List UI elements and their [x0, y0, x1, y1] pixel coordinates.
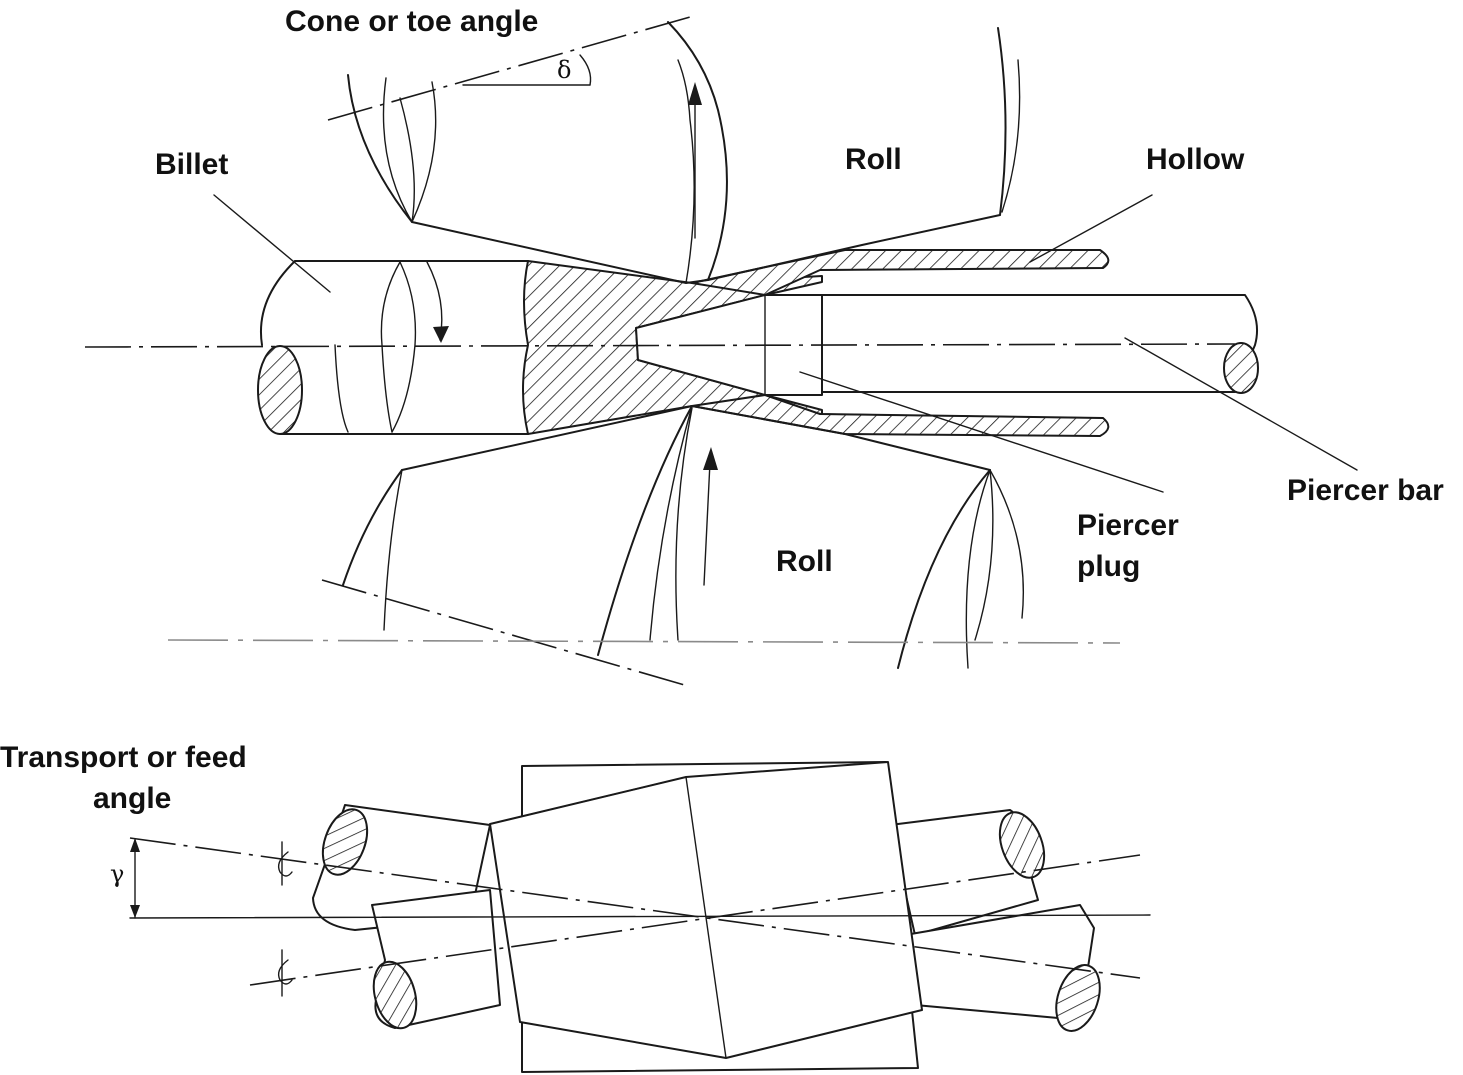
feed-angle-label-line1: Transport or feed [0, 741, 247, 774]
piercer-plug-label-line1: Piercer [1077, 509, 1179, 542]
piercer-plug-label-line2: plug [1077, 550, 1140, 583]
piercer-bar-end-section [1223, 342, 1259, 394]
roll-axis-b [249, 854, 1141, 986]
feed-angle-dimension [130, 838, 140, 919]
roll-bottom-label: Roll [776, 545, 833, 578]
top-view [129, 761, 1151, 1073]
roll-top-label: Roll [845, 143, 902, 176]
rolling-axis [84, 343, 1236, 348]
feed-angle-label-line2: angle [93, 782, 171, 815]
roll-axis-a [129, 837, 1141, 979]
gamma-symbol: γ [110, 860, 124, 888]
billet-end-section [257, 345, 303, 435]
shaft-end-2 [372, 960, 418, 1030]
billet [257, 260, 529, 435]
billet-label: Billet [155, 148, 228, 181]
piercer-bar [821, 294, 1259, 394]
side-view [84, 16, 1358, 687]
hollow-label: Hollow [1146, 143, 1245, 176]
piercer-plug [635, 294, 823, 396]
cone-angle-marker [327, 16, 691, 121]
shaft-end-3 [998, 811, 1046, 879]
leader-lines [213, 194, 1358, 493]
roll-axis [167, 639, 1121, 644]
reference-axis [129, 914, 1151, 919]
shaft-end-4 [1055, 964, 1101, 1032]
shaft-end-1 [321, 808, 369, 876]
top-roll [347, 21, 1021, 284]
piercer-bar-label: Piercer bar [1287, 474, 1444, 507]
delta-symbol: δ [557, 56, 571, 84]
cone-angle-label: Cone or toe angle [285, 5, 538, 38]
bottom-roll [167, 405, 1121, 687]
hollow [691, 249, 1110, 437]
